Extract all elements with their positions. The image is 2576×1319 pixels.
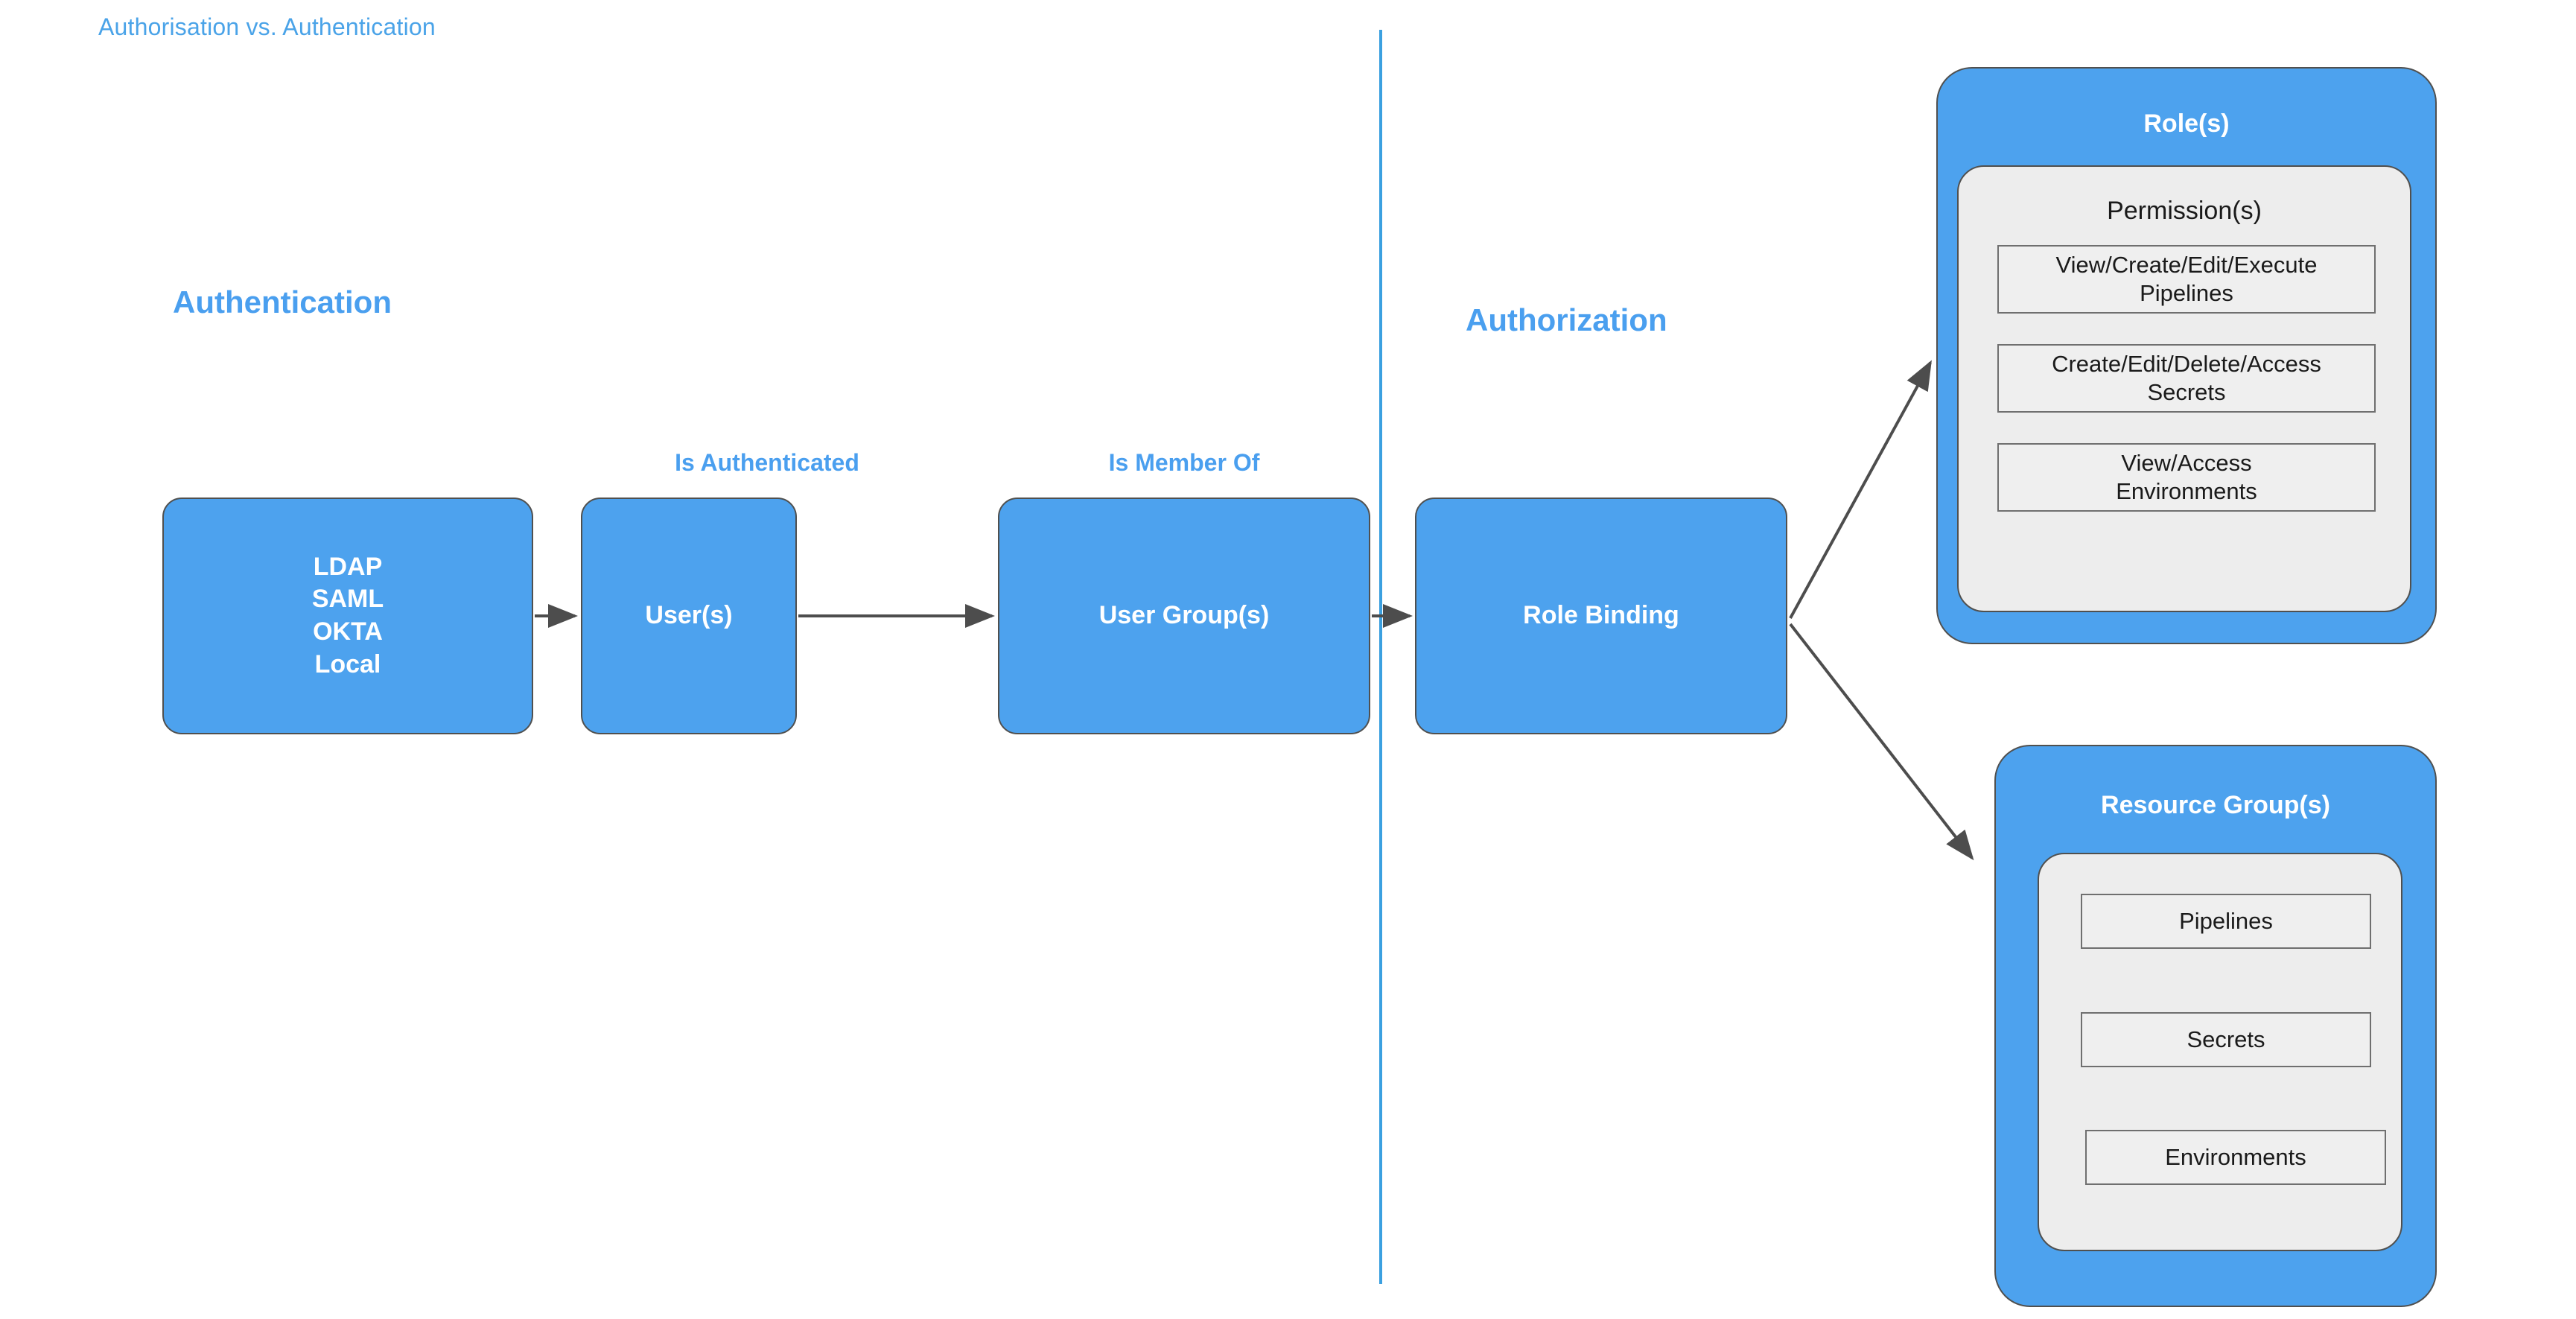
- permission-item-secrets[interactable]: Create/Edit/Delete/Access Secrets: [1997, 344, 2376, 413]
- resource-item-pipelines[interactable]: Pipelines: [2081, 894, 2371, 949]
- arrow-rolebinding-to-resource-groups: [1789, 623, 1974, 861]
- role-binding-text: Role Binding: [1523, 601, 1679, 630]
- user-groups-text: User Group(s): [1098, 601, 1270, 630]
- resources-inner-panel: Pipelines Secrets Environments: [2038, 853, 2402, 1251]
- permission-item-pipelines[interactable]: View/Create/Edit/Execute Pipelines: [1997, 245, 2376, 314]
- diagram-title: Authorisation vs. Authentication: [98, 13, 436, 40]
- resource-groups-panel[interactable]: Resource Group(s) Pipelines Secrets Envi…: [1994, 745, 2437, 1307]
- identity-providers-text: LDAP SAML OKTA Local: [311, 552, 384, 678]
- resource-item-secrets[interactable]: Secrets: [2081, 1012, 2371, 1067]
- authentication-heading: Authentication: [173, 285, 392, 320]
- permissions-title: Permission(s): [2107, 197, 2262, 225]
- authorization-heading: Authorization: [1466, 302, 1667, 337]
- flow-box-user-groups[interactable]: User Group(s): [998, 498, 1370, 734]
- users-text: User(s): [645, 601, 733, 630]
- permissions-inner-panel: Permission(s) View/Create/Edit/Execute P…: [1957, 165, 2411, 612]
- step-label-is-authenticated: Is Authenticated: [675, 449, 859, 476]
- permission-item-environments[interactable]: View/Access Environments: [1997, 443, 2376, 512]
- roles-panel-title: Role(s): [2143, 109, 2230, 138]
- resource-item-environments[interactable]: Environments: [2085, 1130, 2386, 1185]
- roles-panel[interactable]: Role(s) Permission(s) View/Create/Edit/E…: [1936, 67, 2437, 644]
- flow-box-role-binding[interactable]: Role Binding: [1415, 498, 1787, 734]
- resource-groups-panel-title: Resource Group(s): [2101, 791, 2330, 819]
- flow-box-users[interactable]: User(s): [581, 498, 797, 734]
- section-divider: [1379, 30, 1382, 1284]
- arrow-rolebinding-to-roles: [1789, 360, 1932, 619]
- step-label-is-member-of: Is Member Of: [1108, 449, 1260, 476]
- flow-box-identity-providers[interactable]: LDAP SAML OKTA Local: [162, 498, 533, 734]
